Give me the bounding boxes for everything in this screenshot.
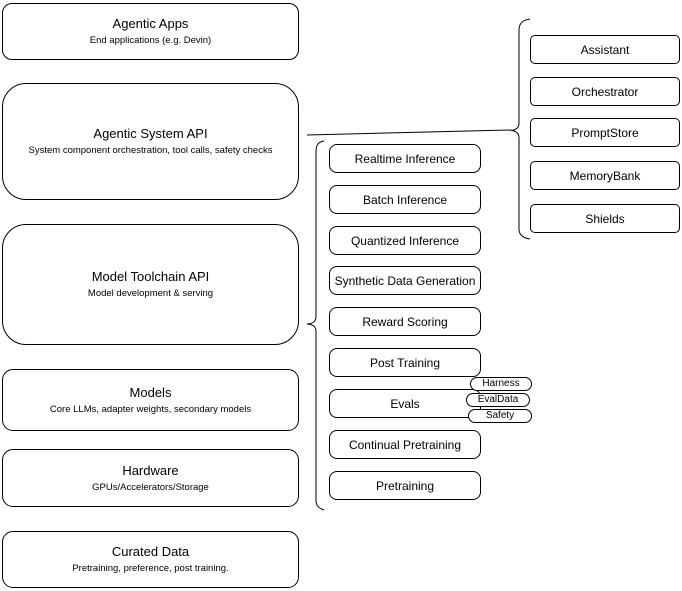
box-shields: Shields: [530, 204, 680, 233]
box-synthetic-data-generation: Synthetic Data Generation: [329, 266, 481, 295]
oval-harness: Harness: [470, 377, 532, 391]
box-models: Models Core LLMs, adapter weights, secon…: [2, 369, 299, 431]
box-agentic-system-api: Agentic System API System component orch…: [2, 83, 299, 200]
box-model-toolchain-api-title: Model Toolchain API: [91, 269, 210, 284]
box-agentic-system-api-title: Agentic System API: [93, 126, 208, 141]
connector-line: [306, 129, 512, 136]
box-hardware-title: Hardware: [122, 462, 179, 478]
brace-toolchain-group: [306, 140, 325, 511]
box-agentic-system-api-subtitle: System component orchestration, tool cal…: [28, 145, 273, 156]
oval-evaldata: EvalData: [466, 393, 530, 407]
box-quantized-inference: Quantized Inference: [329, 226, 481, 255]
box-evals: Evals: [329, 389, 481, 418]
box-pretraining: Pretraining: [329, 471, 481, 500]
box-hardware-subtitle: GPUs/Accelerators/Storage: [92, 481, 209, 493]
box-models-title: Models: [129, 384, 172, 400]
box-model-toolchain-api-subtitle: Model development & serving: [87, 288, 214, 299]
oval-safety: Safety: [468, 409, 532, 423]
box-batch-inference: Batch Inference: [329, 185, 481, 214]
box-agentic-apps-title: Agentic Apps: [112, 16, 189, 31]
box-model-toolchain-api: Model Toolchain API Model development & …: [2, 224, 299, 345]
box-curated-data-title: Curated Data: [111, 544, 190, 559]
box-agentic-apps: Agentic Apps End applications (e.g. Devi…: [2, 3, 299, 60]
box-realtime-inference: Realtime Inference: [329, 144, 481, 173]
box-models-subtitle: Core LLMs, adapter weights, secondary mo…: [49, 403, 252, 415]
box-orchestrator: Orchestrator: [530, 77, 680, 106]
box-agentic-apps-subtitle: End applications (e.g. Devin): [89, 35, 212, 46]
box-assistant: Assistant: [530, 35, 680, 64]
box-continual-pretraining: Continual Pretraining: [329, 430, 481, 459]
box-curated-data: Curated Data Pretraining, preference, po…: [2, 531, 299, 588]
box-post-training: Post Training: [329, 348, 481, 377]
box-curated-data-subtitle: Pretraining, preference, post training.: [72, 563, 229, 574]
brace-system-group: [510, 18, 531, 240]
box-memorybank: MemoryBank: [530, 161, 680, 190]
box-reward-scoring: Reward Scoring: [329, 307, 481, 336]
box-hardware: Hardware GPUs/Accelerators/Storage: [2, 449, 299, 507]
box-promptstore: PromptStore: [530, 118, 680, 147]
